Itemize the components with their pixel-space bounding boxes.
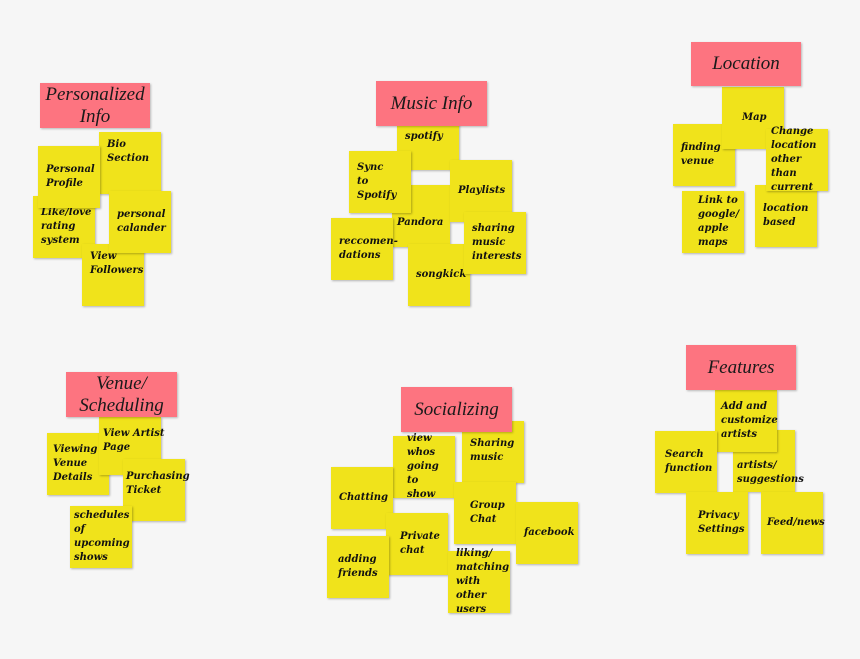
group-header-features: Features [686,345,796,390]
group-header-socializing: Socializing [401,387,512,432]
sticky-note: Feed/news [761,492,825,554]
sticky-note: Playlists [450,160,512,222]
sticky-note: Bio Section [99,132,161,194]
sticky-note: Change location other than current [766,126,828,193]
sticky-note: sharing music interests [464,212,526,274]
sticky-note: Group Chat [454,482,516,544]
group-header-personalized-info: Personalized Info [40,83,150,128]
sticky-note: location based [755,185,817,247]
sticky-note: Pandora [392,185,450,247]
sticky-note: Purchasing Ticket [123,459,190,521]
sticky-note: View Followers [82,244,144,306]
sticky-note: Sync to Spotify [349,151,411,213]
sticky-note: reccomen- dations [331,218,398,280]
group-header-location: Location [691,42,801,86]
sticky-note: Personal Profile [38,146,100,208]
sticky-note: Link to google/ apple maps [682,191,744,253]
sticky-note: personal calander [109,191,171,253]
sticky-note: view whos going to show [393,433,455,500]
sticky-note: adding friends [327,536,389,598]
sticky-note: Private chat [386,513,448,575]
sticky-note: Search function [655,431,717,493]
group-header-venue-scheduling: Venue/ Scheduling [66,372,177,417]
sticky-note: schedules of upcoming shows [70,506,132,568]
sticky-note: Privacy Settings [686,492,748,554]
sticky-note: facebook [516,502,578,564]
sticky-note: songkick [408,244,470,306]
sticky-note: Viewing Venue Details [47,433,109,495]
sticky-note: Chatting [331,467,393,529]
group-header-music-info: Music Info [376,81,487,126]
sticky-note: Add and customize artists [715,390,778,452]
sticky-note: liking/ matching with other users [448,548,510,615]
